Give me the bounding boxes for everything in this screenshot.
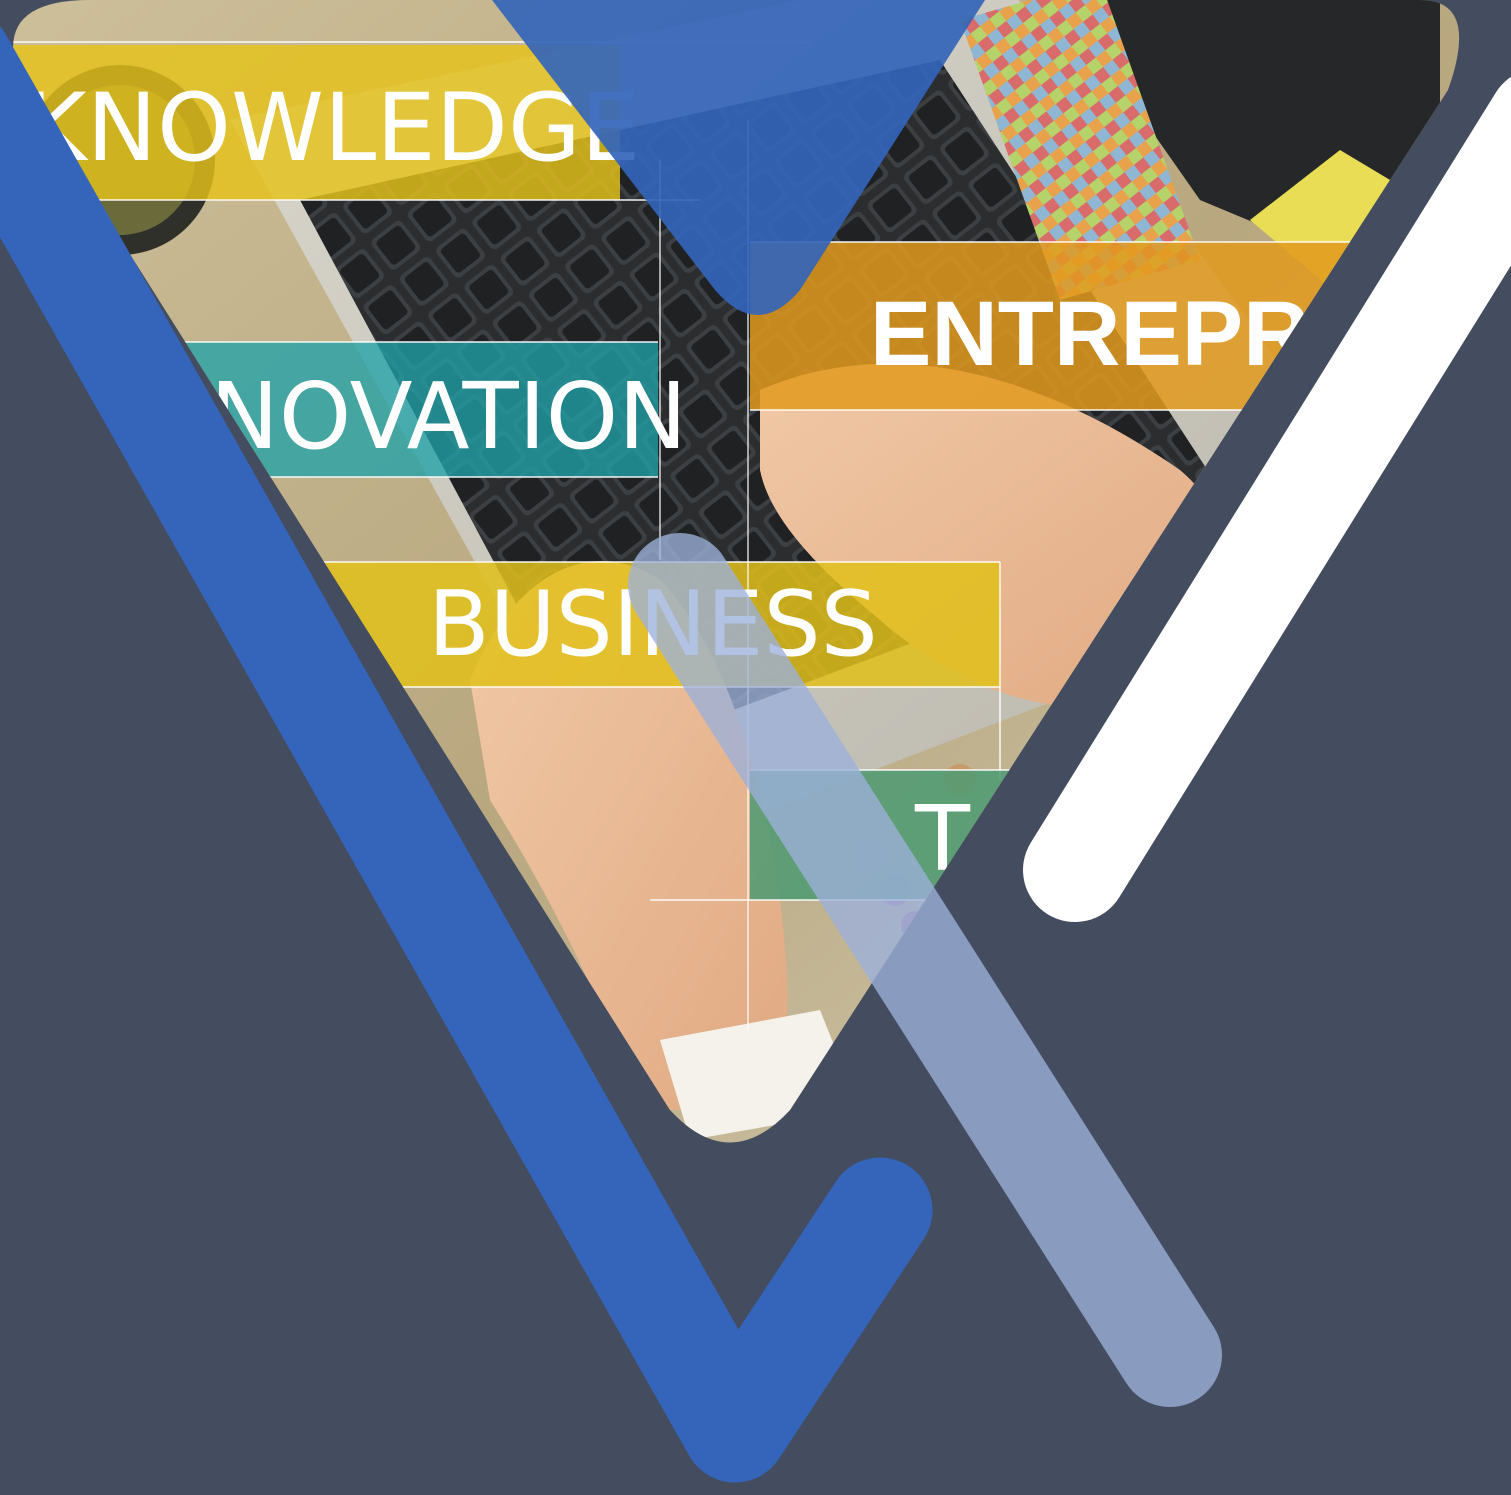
banner-innovation-text: NOVATION <box>210 363 687 470</box>
white-diagonal-stroke <box>1023 77 1511 922</box>
banner-innovation: NOVATION <box>180 341 687 478</box>
color-swatches <box>960 0 1200 300</box>
blue-check-stroke <box>0 26 933 1483</box>
banner-knowledge-text: KNOWLEDGE <box>25 74 640 183</box>
top-blue-triangle <box>492 0 985 315</box>
light-blue-diagonal-stroke <box>628 533 1222 1407</box>
banner-knowledge: KNOWLEDGE <box>13 41 810 201</box>
